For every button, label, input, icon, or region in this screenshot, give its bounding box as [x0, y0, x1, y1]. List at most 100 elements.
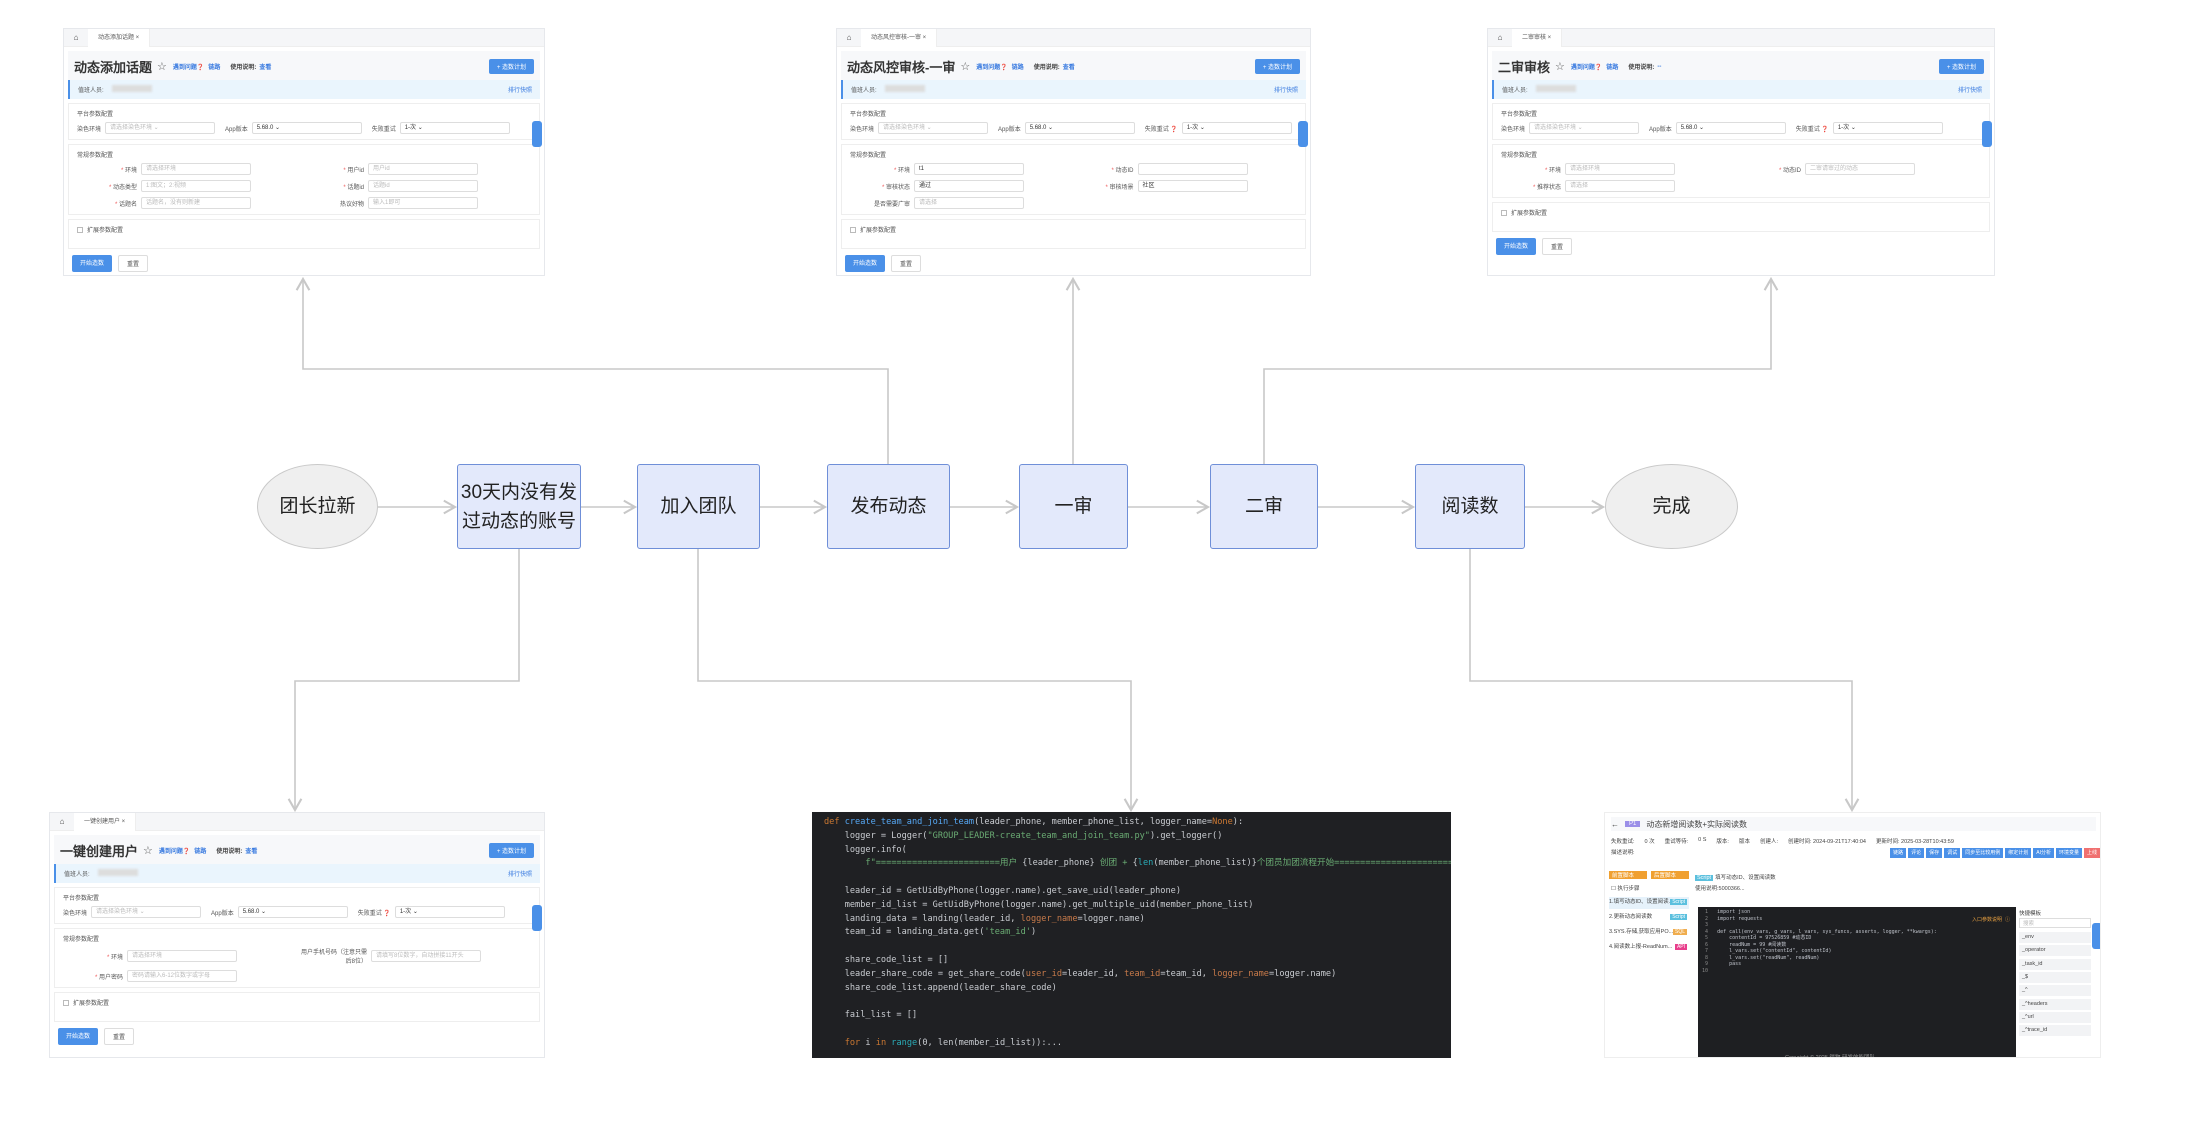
back-icon[interactable]: ← [1611, 819, 1619, 829]
extended-config-checkbox[interactable] [1501, 210, 1507, 217]
select-input[interactable]: 5.68.0 ⌄ [1675, 122, 1786, 134]
tab-review2[interactable]: 二审审核 × [1512, 29, 1563, 47]
script-editor[interactable]: 1 import json 2 import requests 3 4 def … [1698, 907, 2016, 1057]
extended-config-checkbox[interactable] [63, 1000, 69, 1007]
step-item[interactable]: 1.填写动态ID、设置阅读...Script [1609, 897, 1689, 909]
toolbar-button[interactable]: 保存 [1926, 848, 1943, 858]
template-item[interactable]: _^ [2019, 985, 2091, 997]
template-item[interactable]: _operator [2019, 945, 2091, 957]
post-script-button[interactable]: 后置脚本 [1651, 871, 1689, 879]
chain-link[interactable]: 链路 [1606, 65, 1619, 71]
field-input[interactable]: 话题名，没有则新建 [141, 197, 251, 209]
select-input[interactable]: 1-次 ⌄ [1181, 122, 1292, 134]
tab-create_user[interactable]: 一键创建用户 × [74, 813, 137, 831]
tab-review1[interactable]: 动态风控审核-一审 × [861, 29, 938, 47]
start-button[interactable]: 开始造数 [1496, 238, 1537, 255]
field-input[interactable]: 请选择 [1565, 180, 1675, 192]
field-input[interactable] [1137, 163, 1248, 175]
field-input[interactable]: 请填写8位数字，自动拼接11开头 [371, 950, 481, 962]
field-input[interactable]: 通过 [914, 180, 1024, 192]
step-item[interactable]: 4.阅读数上报-ReadNum...API [1609, 942, 1689, 954]
help-link[interactable]: 遇到问题❓ [172, 65, 205, 71]
select-input[interactable]: 5.68.0 ⌄ [251, 122, 362, 134]
usage-link[interactable]: 查看 [1062, 65, 1075, 71]
reset-button[interactable]: 重置 [1542, 238, 1573, 255]
create-plan-button[interactable]: + 造数计划 [488, 843, 534, 858]
entry-param-help[interactable]: 入口参数说明 ⓘ [1971, 917, 2010, 923]
usage-link[interactable]: 查看 [259, 65, 272, 71]
home-icon[interactable]: ⌂ [59, 817, 65, 826]
field-input[interactable]: 请选择环境 [1565, 163, 1675, 175]
select-input[interactable]: 1-次 ⌄ [1832, 122, 1943, 134]
chain-link[interactable]: 链路 [194, 849, 207, 855]
home-icon[interactable]: ⌂ [846, 33, 852, 42]
star-icon[interactable]: ☆ [960, 61, 971, 73]
template-item[interactable]: _env [2019, 932, 2091, 943]
toolbar-button[interactable]: 评论 [1908, 848, 1925, 858]
template-item[interactable]: _task_id [2019, 958, 2091, 970]
reset-button[interactable]: 重置 [891, 255, 922, 272]
rank-link[interactable]: 排行快照 [1957, 88, 1982, 94]
toolbar-button[interactable]: 绑定计划 [2005, 848, 2032, 858]
chain-link[interactable]: 链路 [1011, 65, 1024, 71]
select-input[interactable]: 5.68.0 ⌄ [237, 906, 348, 918]
extended-config-checkbox[interactable] [850, 227, 856, 234]
field-input[interactable]: 请选择 [914, 197, 1024, 209]
field-input[interactable]: t1 [914, 163, 1024, 175]
rank-link[interactable]: 排行快照 [507, 88, 532, 94]
create-plan-button[interactable]: + 造数计划 [1254, 59, 1300, 74]
floating-help-toolbar[interactable] [1982, 121, 1992, 147]
template-item[interactable]: _^trace_id [2019, 1025, 2091, 1037]
rank-link[interactable]: 排行快照 [507, 872, 532, 878]
help-link[interactable]: 遇到问题❓ [976, 65, 1008, 71]
template-item[interactable]: _^headers [2019, 998, 2091, 1010]
select-input[interactable]: 请选择染色环境 ⌄ [91, 906, 202, 918]
reset-button[interactable]: 重置 [118, 255, 149, 272]
star-icon[interactable]: ☆ [1555, 61, 1565, 73]
template-item[interactable]: _$ [2019, 971, 2091, 983]
create-plan-button[interactable]: + 造数计划 [1938, 59, 1984, 74]
floating-help-toolbar[interactable] [532, 905, 542, 931]
start-button[interactable]: 开始造数 [72, 255, 113, 272]
usage-link[interactable]: -- [1657, 63, 1662, 70]
rank-link[interactable]: 排行快照 [1273, 88, 1298, 94]
select-input[interactable]: 1-次 ⌄ [399, 122, 510, 134]
select-input[interactable]: 请选择染色环境 ⌄ [105, 122, 216, 134]
toolbar-button[interactable]: 链路 [1890, 848, 1907, 858]
create-plan-button[interactable]: + 造数计划 [488, 59, 534, 74]
home-icon[interactable]: ⌂ [1497, 33, 1503, 42]
extended-config-checkbox[interactable] [77, 227, 83, 234]
toolbar-button[interactable]: 环境变量 [2055, 848, 2082, 858]
star-icon[interactable]: ☆ [157, 61, 167, 73]
toolbar-button[interactable]: AI分析 [2033, 848, 2054, 858]
reset-button[interactable]: 重置 [104, 1028, 135, 1045]
field-input[interactable]: 二审请审过的动态 [1805, 163, 1915, 175]
select-input[interactable]: 请选择染色环境 ⌄ [878, 122, 989, 134]
template-item[interactable]: _^url [2019, 1011, 2091, 1023]
tab-topic[interactable]: 动态添加话题 × [88, 29, 151, 47]
floating-help-toolbar[interactable] [532, 121, 542, 147]
start-button[interactable]: 开始造数 [58, 1028, 99, 1045]
floating-help-toolbar[interactable] [1298, 121, 1308, 147]
step-item[interactable]: 3.SYS.存储,获取应用PO...SQL [1609, 927, 1689, 939]
select-input[interactable]: 请选择染色环境 ⌄ [1529, 122, 1640, 134]
select-input[interactable]: 1-次 ⌄ [394, 906, 505, 918]
star-icon[interactable]: ☆ [143, 845, 153, 857]
field-input[interactable]: 话题id [368, 180, 478, 192]
chain-link[interactable]: 链路 [208, 65, 221, 71]
toolbar-button[interactable]: 调试 [1944, 848, 1961, 858]
select-input[interactable]: 5.68.0 ⌄ [1024, 122, 1135, 134]
template-search-input[interactable]: 搜索 [2019, 918, 2091, 928]
help-link[interactable]: 遇到问题❓ [1570, 65, 1603, 71]
start-button[interactable]: 开始造数 [845, 255, 886, 272]
field-input[interactable]: 请选择环境 [127, 950, 237, 962]
pre-script-button[interactable]: 前置脚本 [1609, 871, 1647, 879]
field-input[interactable]: 输入1即可 [368, 197, 478, 209]
floating-help-toolbar[interactable] [2092, 923, 2100, 949]
field-input[interactable]: 1:图文；2:视频 [141, 180, 251, 192]
field-input[interactable]: 社区 [1137, 180, 1248, 192]
toolbar-button[interactable]: 同步至比较用例 [1962, 848, 2004, 858]
help-link[interactable]: 遇到问题❓ [158, 849, 191, 855]
toolbar-button[interactable]: 上线 [2083, 848, 2100, 858]
